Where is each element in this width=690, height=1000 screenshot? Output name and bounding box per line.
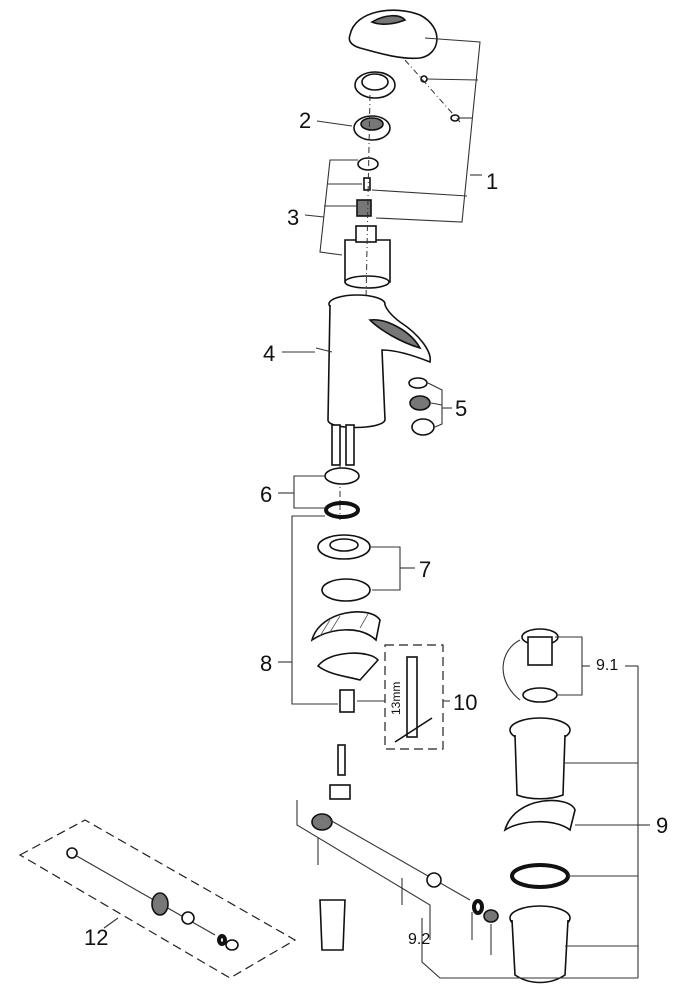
callout-7: 7 [419, 557, 432, 582]
handle-part [348, 9, 461, 123]
fastening-set-part [316, 652, 380, 713]
callout-3: 3 [287, 205, 300, 230]
callout-10: 10 [453, 690, 478, 715]
callout-6: 6 [260, 482, 273, 507]
callout-9: 9 [656, 813, 669, 838]
extension-set-part [18, 819, 297, 979]
leader-lines [103, 37, 650, 979]
wrench-size-annotation: 13mm [389, 681, 403, 715]
callout-9-1: 9.1 [596, 657, 619, 674]
callout-5: 5 [455, 396, 468, 421]
callout-2: 2 [299, 108, 312, 133]
callout-12: 12 [84, 925, 109, 950]
callout-1: 1 [486, 169, 499, 194]
aerator-part [408, 377, 435, 436]
mounting-washers-part [317, 534, 371, 602]
popup-waste-part [502, 628, 576, 984]
countertop-section [310, 611, 381, 642]
nut-part [353, 115, 391, 141]
base-seals-part [324, 467, 360, 519]
mixer-body-part [315, 294, 431, 520]
cap-ring-part [354, 71, 396, 99]
callout-8: 8 [260, 651, 273, 676]
callout-9-2: 9.2 [408, 931, 431, 948]
callout-4: 4 [263, 341, 276, 366]
cartridge-set-part [344, 157, 391, 289]
lift-rod-part [311, 744, 499, 951]
wrench-tool [384, 644, 444, 750]
